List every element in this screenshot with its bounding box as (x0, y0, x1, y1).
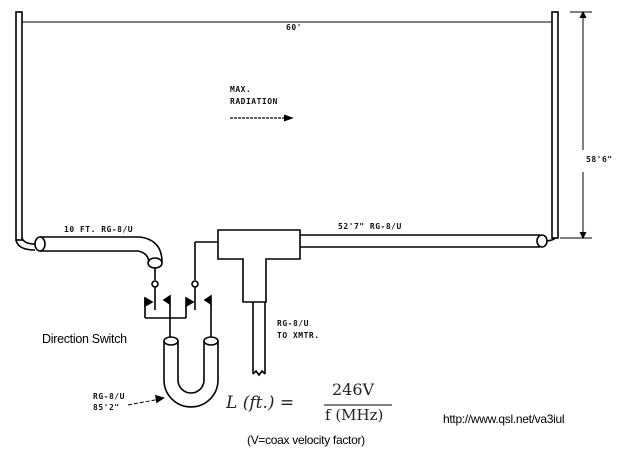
phasing-loop-coax (127, 336, 219, 408)
loop-label-1: RG-8/U (93, 392, 125, 401)
right-vertical-element (551, 11, 559, 239)
tee-connector (194, 229, 301, 303)
formula-lhs: L (ft.) = (226, 393, 295, 413)
right-coax (300, 234, 556, 248)
left-coax (15, 236, 163, 280)
formula-numerator: 246V (332, 380, 375, 399)
formula-denominator: f (MHz) (325, 406, 384, 424)
width-label: 60' (286, 23, 302, 32)
max-radiation-label-2: RADIATION (230, 97, 278, 106)
source-url: http://www.qsl.net/va3iul (443, 412, 565, 426)
direction-switch (144, 280, 212, 337)
height-label: 58'6" (586, 155, 613, 164)
transmitter-coax (252, 302, 266, 377)
loop-label-2: 85'2" (93, 403, 120, 412)
height-dimension (560, 10, 592, 240)
left-coax-label: 10 FT. RG-8/U (64, 225, 134, 234)
formula-note: (V=coax velocity factor) (247, 433, 365, 447)
xmtr-label-2: TO XMTR. (277, 331, 320, 340)
xmtr-label-1: RG-8/U (277, 319, 309, 328)
direction-switch-label: Direction Switch (42, 332, 127, 346)
left-vertical-element (15, 11, 23, 241)
right-coax-label: 52'7" RG-8/U (338, 222, 402, 231)
max-radiation-label-1: MAX. (230, 85, 252, 94)
radiation-arrow (230, 114, 294, 122)
